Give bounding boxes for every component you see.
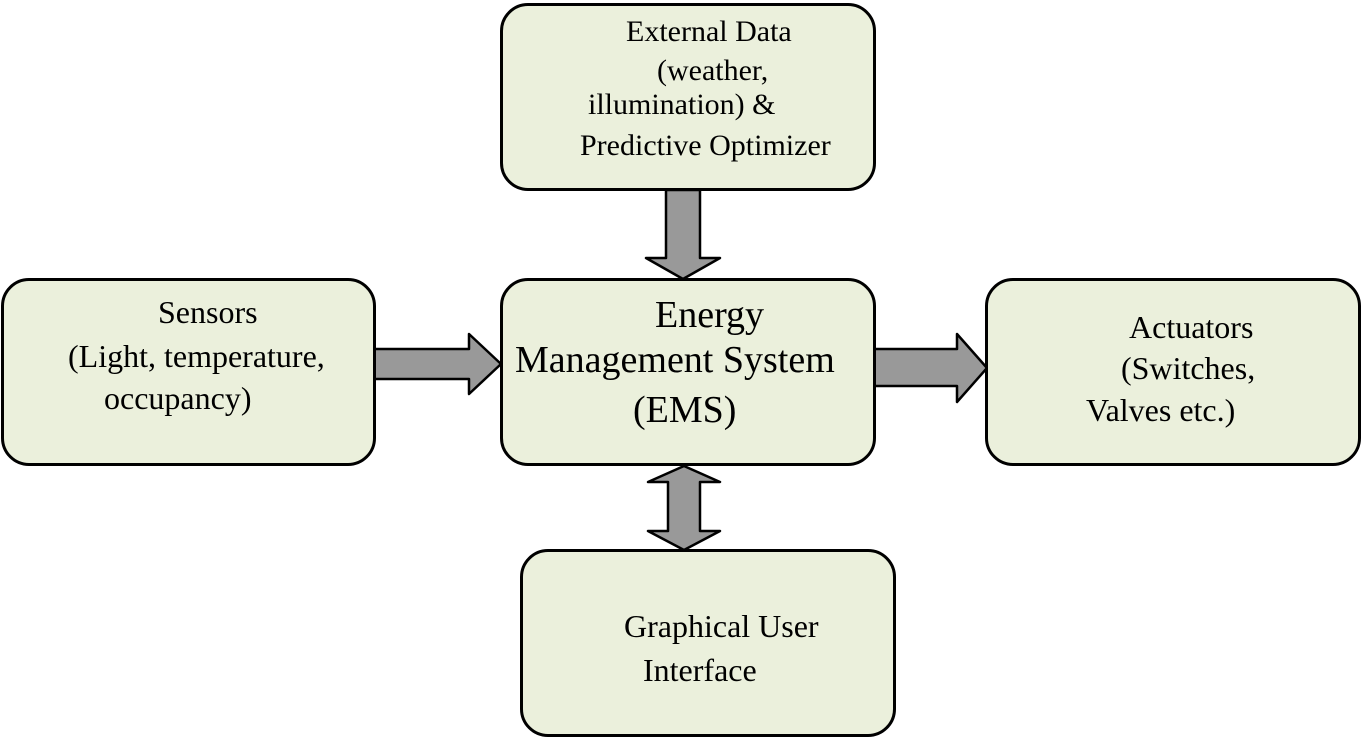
arrow-ems-to-actuators [872,332,989,404]
external-data-line-2: (weather, [657,54,769,87]
ems-box [500,278,876,466]
external-data-title: External Data [626,15,792,48]
arrow-ems-gui-bidirectional [646,464,722,552]
ems-title: Energy [655,294,765,336]
arrow-sensors-to-ems [372,332,503,396]
actuators-title: Actuators [1129,309,1254,345]
ems-line-3: (EMS) [633,389,737,431]
actuators-box [985,278,1361,466]
gui-line-2: Interface [643,652,757,688]
sensors-line-2: (Light, temperature, [68,338,325,374]
actuators-line-2: (Switches, [1121,350,1256,386]
sensors-title: Sensors [158,294,258,330]
sensors-box [1,278,376,466]
actuators-line-3: Valves etc.) [1086,392,1236,428]
ems-line-2: Management System [515,339,835,381]
arrow-external-to-ems [644,188,722,281]
external-data-box [500,3,876,191]
gui-box [520,549,896,737]
external-data-line-4: Predictive Optimizer [580,129,831,162]
external-data-line-3: illumination) & [588,88,776,121]
gui-title: Graphical User [624,608,819,644]
sensors-line-3: occupancy) [104,380,252,416]
